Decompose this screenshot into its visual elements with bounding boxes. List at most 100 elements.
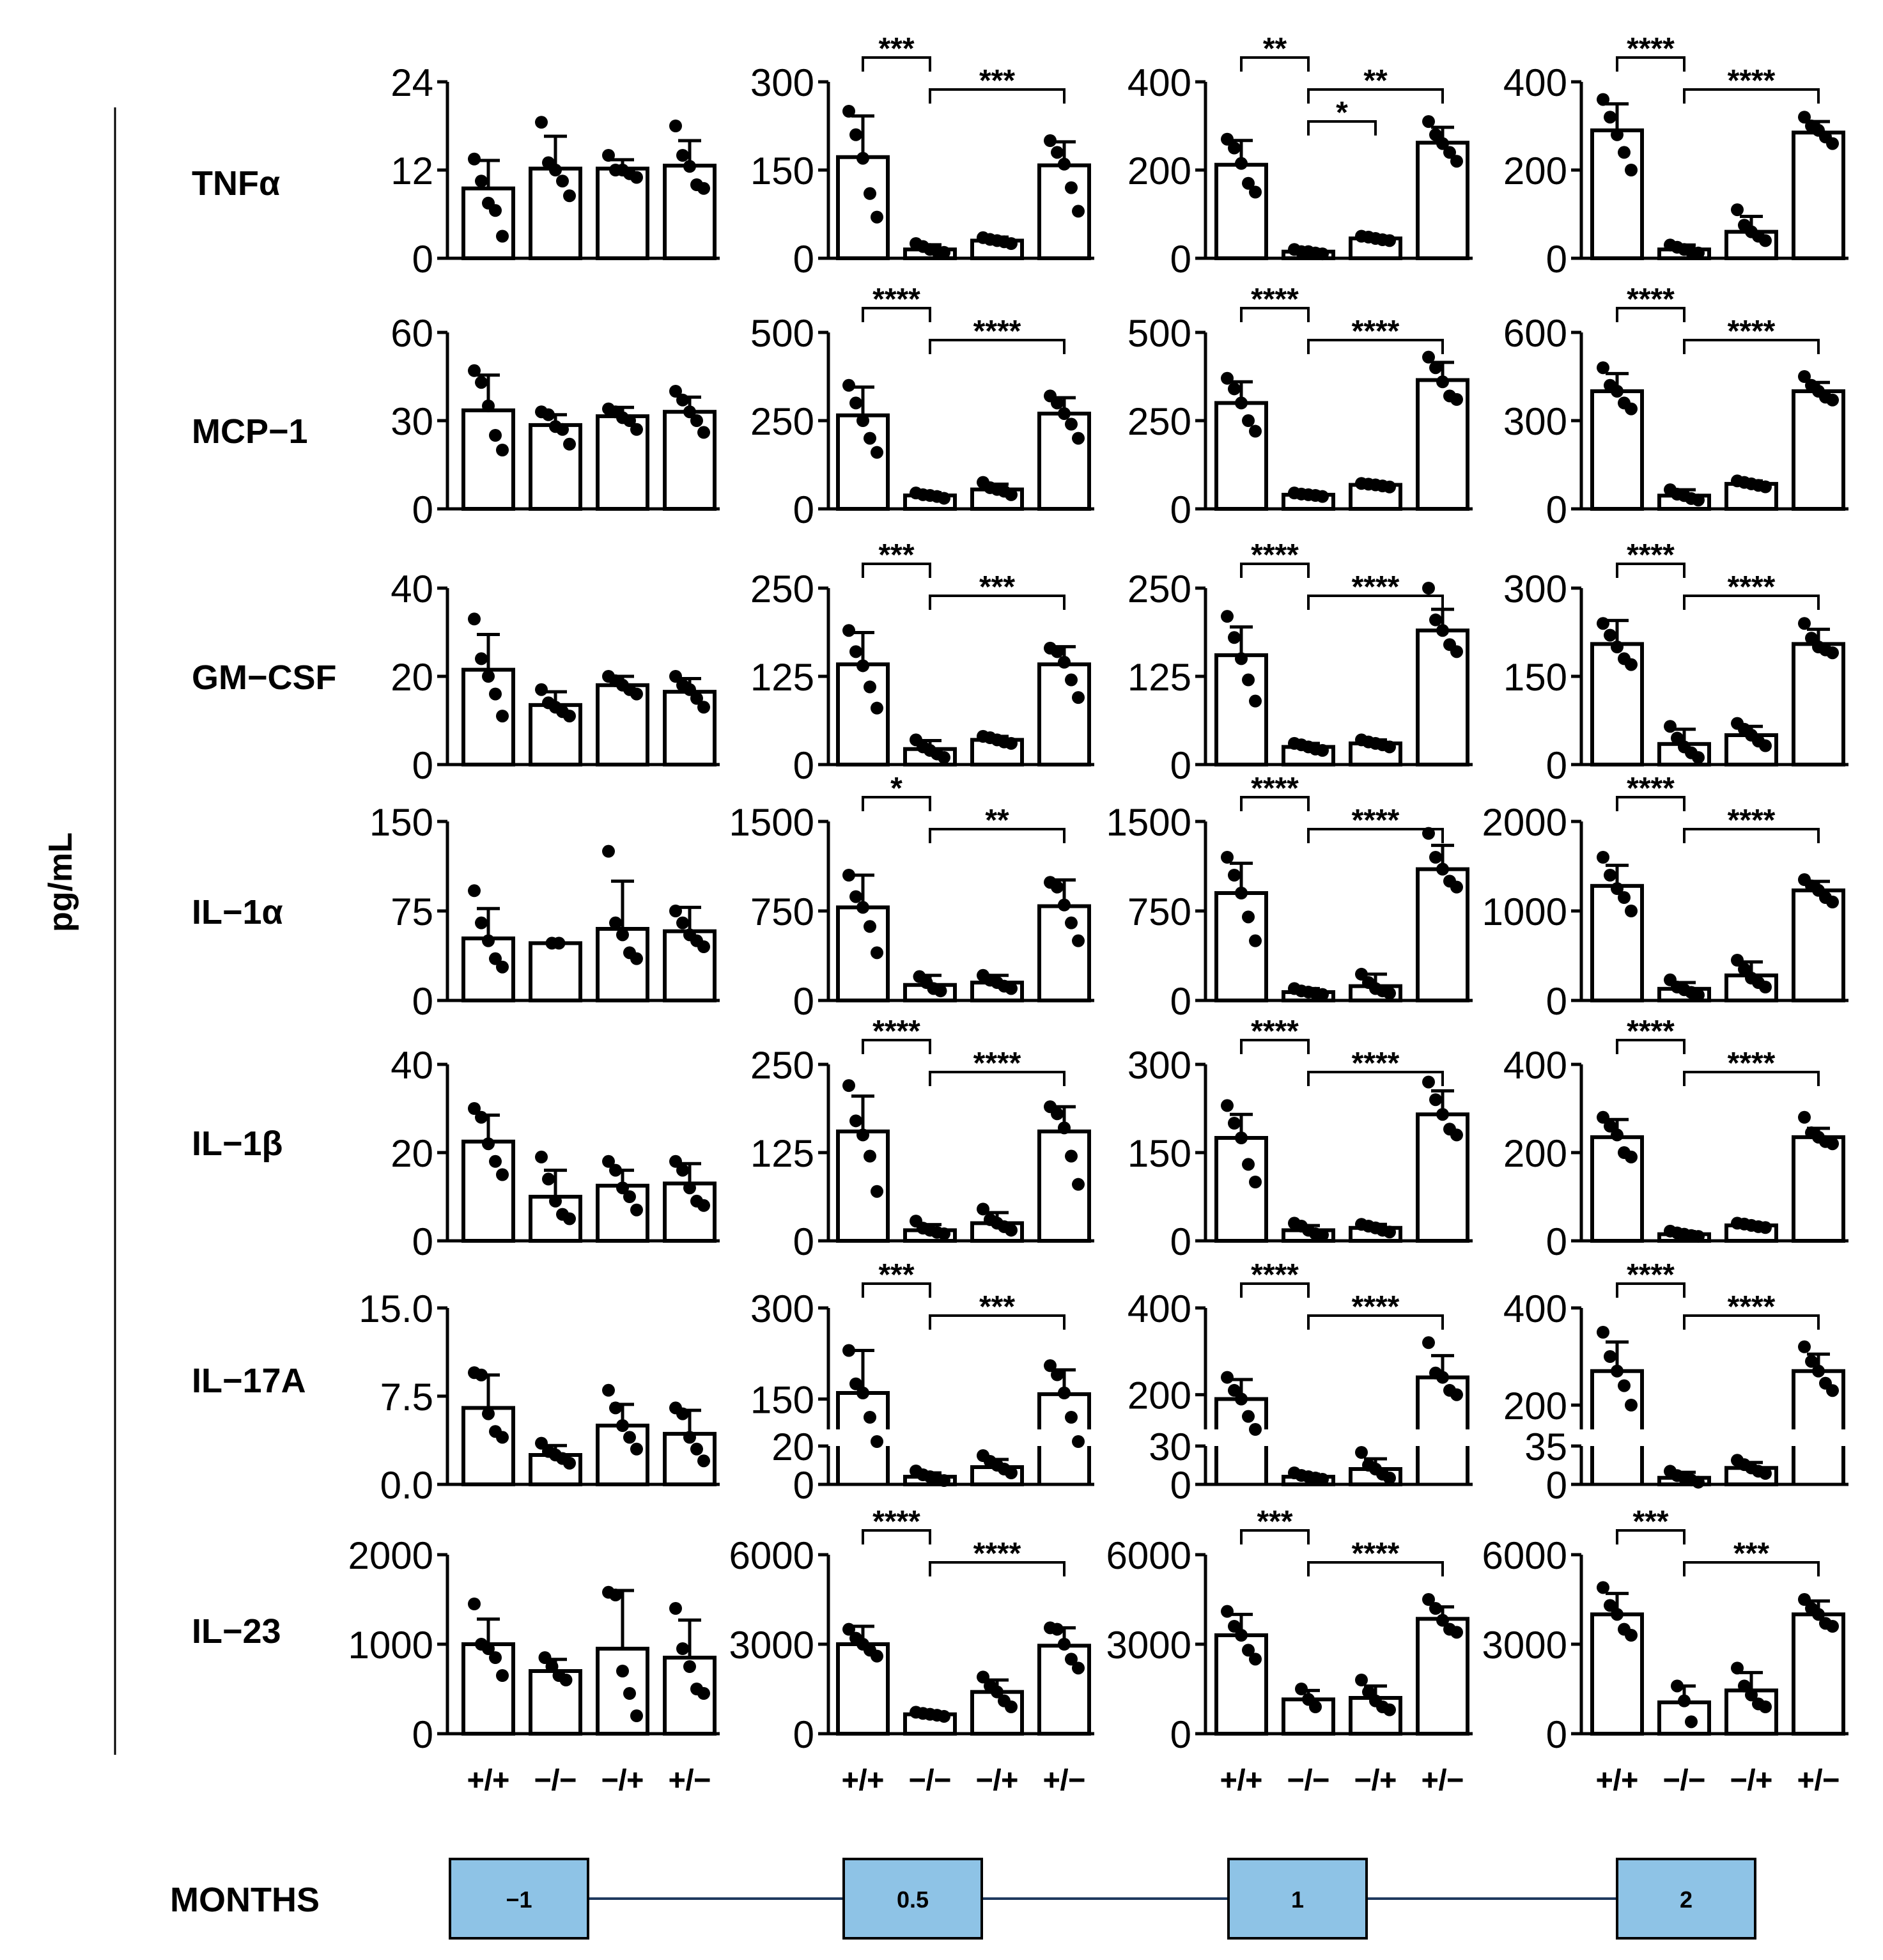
y-tick-label: 250 (1127, 400, 1191, 443)
data-point (1812, 1608, 1825, 1621)
x-tick-label: −/+ (1730, 1763, 1773, 1796)
data-point (1355, 1446, 1368, 1459)
y-tick-label: 40 (391, 1044, 433, 1087)
data-point (1611, 1364, 1623, 1378)
data-point (871, 1649, 883, 1663)
data-point (683, 405, 696, 419)
x-tick-label: +/− (1422, 1763, 1464, 1796)
x-tick-label: −/+ (601, 1763, 644, 1796)
data-point (676, 1407, 689, 1420)
y-tick-label: 750 (750, 891, 814, 933)
data-point (1692, 751, 1705, 764)
timepoint-label: 2 (1680, 1886, 1693, 1913)
data-point (630, 423, 643, 436)
x-tick-label: +/+ (1220, 1763, 1263, 1796)
significance-bracket (1307, 828, 1444, 843)
x-tick-label: +/+ (1596, 1763, 1639, 1796)
bar (1416, 1375, 1469, 1429)
y-tick-label: 6000 (1106, 1534, 1191, 1577)
x-tick-label: +/− (669, 1763, 711, 1796)
bar (1214, 891, 1268, 1002)
data-point (1798, 617, 1811, 630)
data-point (482, 1642, 495, 1655)
significance-bracket (1616, 1282, 1685, 1298)
data-point (1826, 1137, 1839, 1151)
bar (1792, 642, 1845, 767)
significance-label: *** (1632, 1505, 1668, 1539)
data-point (1422, 350, 1435, 364)
data-point (1228, 631, 1241, 644)
data-point (556, 423, 569, 436)
data-point (630, 952, 643, 965)
data-point (871, 1185, 883, 1198)
data-point (1664, 720, 1677, 733)
y-tick-label: 0 (1170, 1220, 1191, 1263)
data-point (1625, 905, 1638, 917)
y-tick-label: 750 (1127, 891, 1191, 933)
data-point (563, 710, 576, 723)
y-tick-label: 1000 (348, 1624, 433, 1667)
y-tick-label: 3000 (1106, 1624, 1191, 1667)
x-tick-label: −/+ (601, 1763, 644, 1796)
data-point (1249, 1176, 1262, 1188)
data-point (938, 1227, 950, 1240)
timepoint-box (842, 1858, 983, 1940)
data-point (938, 751, 950, 764)
data-point (468, 364, 481, 377)
significance-bracket (929, 88, 1065, 104)
data-point (1051, 1368, 1064, 1381)
data-point (1450, 880, 1463, 894)
data-point (609, 1163, 622, 1177)
significance-label: *** (878, 538, 914, 572)
data-point (1625, 164, 1638, 176)
data-point (1072, 1435, 1085, 1448)
data-point (1671, 1679, 1684, 1693)
data-point (1242, 1158, 1255, 1171)
data-point (1249, 694, 1262, 708)
data-point (482, 400, 495, 412)
data-point (1422, 115, 1435, 128)
significance-bracket (1616, 307, 1685, 322)
data-point (849, 1114, 862, 1128)
data-point (1383, 1703, 1396, 1716)
significance-label: *** (1257, 1505, 1292, 1539)
data-point (849, 890, 862, 903)
significance-label: **** (1352, 315, 1400, 348)
data-point (1051, 645, 1064, 658)
data-point (1058, 898, 1071, 912)
x-tick-label: +/+ (1220, 1763, 1263, 1796)
data-point (1731, 954, 1744, 967)
x-tick-label: +/− (1043, 1763, 1086, 1796)
data-point (683, 683, 696, 696)
data-point (489, 1155, 502, 1168)
x-tick-label: +/+ (842, 1763, 885, 1796)
x-tick-label: −/− (909, 1763, 952, 1796)
data-point (489, 1651, 502, 1664)
data-point (616, 928, 629, 942)
data-point (623, 1190, 636, 1203)
data-point (468, 612, 481, 626)
significance-bracket (1683, 595, 1820, 610)
x-tick-label: +/− (1422, 1763, 1464, 1796)
data-point (489, 952, 502, 965)
data-point (1362, 1685, 1375, 1699)
x-tick-label: −/− (909, 1763, 952, 1796)
data-point (683, 1431, 696, 1444)
data-point (496, 960, 509, 974)
y-tick-label: 0 (412, 1713, 433, 1756)
significance-label: **** (1627, 1015, 1675, 1048)
data-point (697, 940, 710, 953)
significance-label: * (1336, 96, 1348, 130)
data-point (849, 645, 862, 658)
significance-bracket (929, 828, 1065, 843)
y-tick-label: 2000 (348, 1534, 433, 1577)
y-tick-label: 0 (412, 238, 433, 281)
x-tick-label: −/− (1287, 1763, 1330, 1796)
data-point (1228, 1383, 1241, 1397)
data-point (1436, 1371, 1449, 1384)
data-point (1450, 1128, 1463, 1142)
data-point (552, 937, 566, 950)
